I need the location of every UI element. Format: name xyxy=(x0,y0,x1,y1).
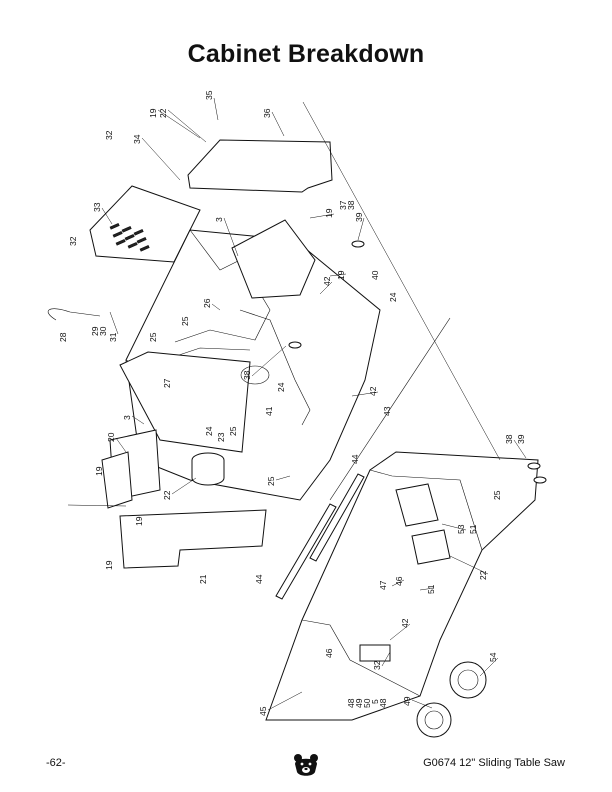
callout-label: 5 xyxy=(370,699,380,704)
callout-label: 47 xyxy=(378,580,388,590)
callout-label: 51 xyxy=(426,584,436,594)
callout-label: 50 xyxy=(362,698,372,708)
leader-lines xyxy=(101,97,527,711)
callout-label: 19 xyxy=(94,466,104,476)
callout-label: 3 xyxy=(214,217,224,222)
callout-label: 19 xyxy=(324,208,334,218)
callout-label: 39 xyxy=(516,434,526,444)
cabinet-exploded-diagram: 19 22 35 36 32 34 33 32 3 19 37 38 39 28… xyxy=(40,80,580,740)
rear-top-panel xyxy=(187,139,333,193)
callout-label: 26 xyxy=(202,298,212,308)
callout-label: 24 xyxy=(204,426,214,436)
callout-label: 40 xyxy=(370,270,380,280)
callout-label: 54 xyxy=(488,652,498,662)
callout-label: 38 xyxy=(242,370,252,380)
callout-label: 34 xyxy=(132,134,142,144)
callout-label: 21 xyxy=(198,574,208,584)
callout-label: 25 xyxy=(148,332,158,342)
callout-label: 20 xyxy=(106,432,116,442)
lower-side-panel xyxy=(119,509,267,569)
callout-label: 41 xyxy=(264,406,274,416)
callout-label: 35 xyxy=(204,90,214,100)
callout-label: 28 xyxy=(58,332,68,342)
switch-box xyxy=(101,451,133,509)
callout-label: 22 xyxy=(162,490,172,500)
callout-label: 19 xyxy=(148,108,158,118)
callout-label: 39 xyxy=(354,212,364,222)
handwheel-lower xyxy=(416,702,452,738)
callout-label: 36 xyxy=(262,108,272,118)
callout-label: 53 xyxy=(456,524,466,534)
callout-label: 42 xyxy=(322,276,332,286)
callout-label: 19 xyxy=(134,516,144,526)
callout-label: 48 xyxy=(346,698,356,708)
handwheel-upper xyxy=(449,661,487,699)
callout-label: 49 xyxy=(402,696,412,706)
callout-label: 38 xyxy=(346,200,356,210)
left-side-panel xyxy=(119,351,251,453)
callout-label: 31 xyxy=(108,332,118,342)
callout-label: 30 xyxy=(98,326,108,336)
callout-label: 42 xyxy=(400,618,410,628)
side-access-box xyxy=(231,219,316,299)
page-number: -62- xyxy=(46,757,66,769)
callout-label: 49 xyxy=(354,698,364,708)
callout-label: 24 xyxy=(388,292,398,302)
callout-label: 42 xyxy=(368,386,378,396)
callout-labels: 19 22 35 36 32 34 33 32 3 19 37 38 39 28… xyxy=(58,90,526,716)
callout-label: 45 xyxy=(258,706,268,716)
callout-label: 37 xyxy=(338,200,348,210)
callout-label: 38 xyxy=(504,434,514,444)
callout-label: 32 xyxy=(372,660,382,670)
callout-label: 32 xyxy=(68,236,78,246)
callout-label: 19 xyxy=(104,560,114,570)
callout-label: 46 xyxy=(394,576,404,586)
rail-upper xyxy=(309,473,365,562)
callout-label: 3 xyxy=(122,415,132,420)
callout-label: 23 xyxy=(216,432,226,442)
callout-label: 25 xyxy=(266,476,276,486)
callout-label: 25 xyxy=(228,426,238,436)
callout-label: 29 xyxy=(90,326,100,336)
callout-label: 43 xyxy=(382,406,392,416)
callout-label: 46 xyxy=(324,648,334,658)
callout-label: 51 xyxy=(468,524,478,534)
rail-lower xyxy=(275,503,337,600)
callout-label: 25 xyxy=(180,316,190,326)
callout-label: 48 xyxy=(378,698,388,708)
callout-label: 24 xyxy=(276,382,286,392)
callout-label: 32 xyxy=(104,130,114,140)
page-title: Cabinet Breakdown xyxy=(187,40,425,68)
callout-label: 22 xyxy=(478,570,488,580)
model-label: G0674 12" Sliding Table Saw xyxy=(423,757,565,769)
callout-label: 27 xyxy=(162,378,172,388)
callout-label: 33 xyxy=(92,202,102,212)
bear-head-logo-icon xyxy=(294,754,318,776)
callout-label: 19 xyxy=(336,270,346,280)
callout-label: 25 xyxy=(492,490,502,500)
callout-label: 44 xyxy=(254,574,264,584)
base-frame xyxy=(265,451,539,721)
callout-label: 44 xyxy=(350,454,360,464)
